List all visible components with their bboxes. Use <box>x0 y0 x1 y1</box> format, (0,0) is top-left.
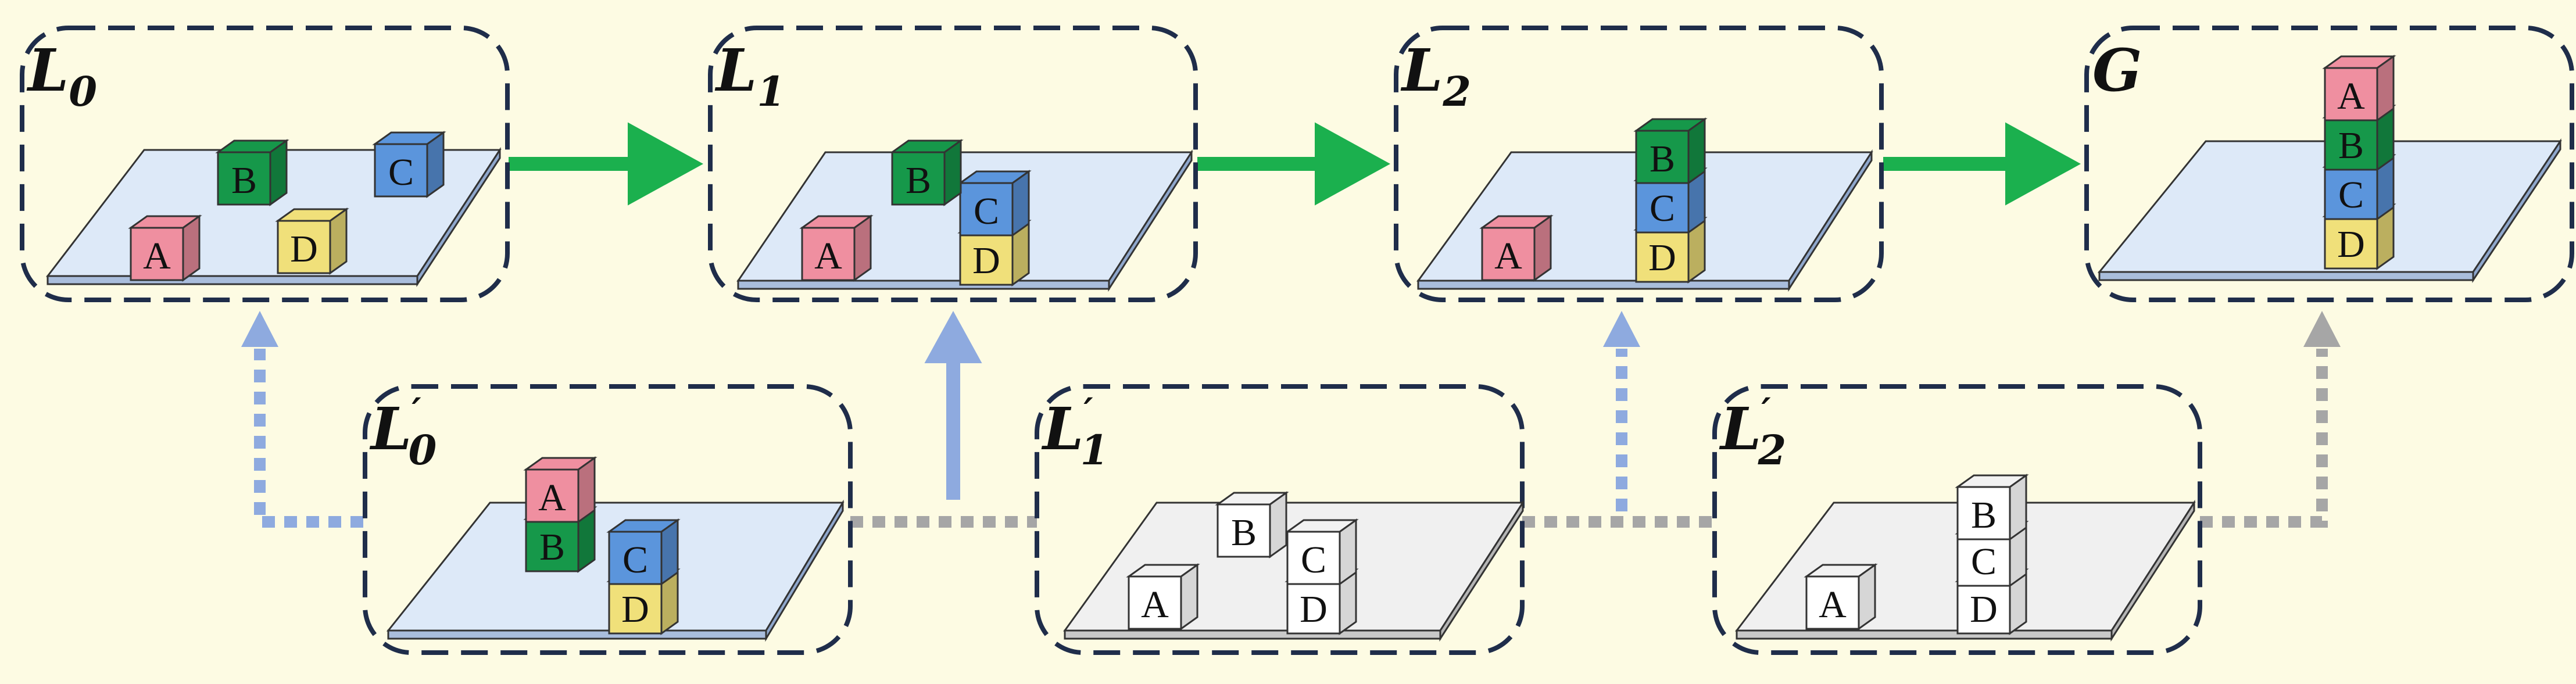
panel-l0: L0D C B A <box>20 26 510 302</box>
dotted-arrow-l0p-l0 <box>241 311 363 528</box>
block-letter: D <box>1970 588 1998 631</box>
prime-mark: ′ <box>1083 390 1093 432</box>
block-letter: C <box>388 151 414 194</box>
block-letter: B <box>906 159 931 202</box>
state-label-main: L <box>369 395 412 463</box>
block-letter: C <box>974 190 999 232</box>
panels-layer: L0DCBAL1DCBAL2DCBAGDCBAL′0DCBAL′1DCBAL′2… <box>20 26 2574 655</box>
block-letter: D <box>1300 588 1328 631</box>
block-d: D <box>275 207 349 275</box>
green-arrow-l2-g <box>1883 122 2081 206</box>
state-label: L2 <box>1400 36 1471 116</box>
block-letter: C <box>1301 539 1326 581</box>
state-label-main: L <box>26 36 69 105</box>
block-letter: C <box>1650 187 1675 230</box>
block-letter: A <box>1141 583 1169 626</box>
state-label-sub: 2 <box>1758 426 1787 474</box>
green-arrow-l0-l1 <box>509 122 703 206</box>
block-letter: D <box>972 239 1000 282</box>
block-c: C <box>1955 520 2029 588</box>
block-letter: C <box>622 539 648 581</box>
dotted-arrow-l2p-g <box>2200 311 2341 528</box>
block-letter: D <box>1648 237 1676 279</box>
state-label: G <box>2092 36 2142 105</box>
state-label-sub: 1 <box>757 67 785 116</box>
block-c: C <box>957 170 1032 237</box>
state-label-main: L <box>1400 36 1443 105</box>
arrows-layer <box>241 122 2341 528</box>
panel-l0p: L′0DC BA <box>363 384 853 655</box>
block-b: B <box>1215 491 1289 558</box>
block-a: A <box>523 456 598 524</box>
state-label-sub: 0 <box>409 426 437 474</box>
block-letter: B <box>1650 138 1675 180</box>
state-label: L0 <box>26 36 97 116</box>
panel-frame <box>708 26 1198 302</box>
state-label: L′1 <box>1041 390 1108 474</box>
prime-mark: ′ <box>412 390 421 432</box>
block-a: A <box>128 214 202 282</box>
block-letter: B <box>2338 124 2364 167</box>
block-b: B <box>215 139 289 206</box>
panel-l1p: L′1DC B A <box>1035 384 1525 655</box>
block-letter: A <box>143 235 171 277</box>
panel-frame <box>1394 26 1884 302</box>
block-letter: D <box>621 588 649 631</box>
block-letter: A <box>1494 235 1522 277</box>
block-a: A <box>2322 55 2396 122</box>
panel-frame <box>20 26 510 302</box>
block-letter: C <box>1971 540 1997 583</box>
dotted-arrow-to-l2 <box>1603 311 1640 511</box>
block-c: C <box>606 518 681 586</box>
block-a: A <box>1479 214 1554 282</box>
state-label: L′2 <box>1719 390 1786 474</box>
state-label-main: G <box>2092 36 2142 105</box>
solid-arrow-to-l1 <box>924 311 982 500</box>
block-b: B <box>1633 117 1708 185</box>
state-label-sub: 0 <box>69 67 97 116</box>
state-label: L′0 <box>369 390 437 474</box>
block-letter: A <box>1819 583 1847 626</box>
block-a: A <box>1126 563 1200 631</box>
state-label-main: L <box>1041 395 1083 463</box>
block-letter: B <box>231 159 257 202</box>
state-label: L1 <box>714 36 785 116</box>
state-label-main: L <box>714 36 757 105</box>
block-letter: A <box>2337 75 2365 117</box>
state-label-sub: 2 <box>1442 67 1471 116</box>
block-b: B <box>889 139 964 206</box>
block-c: C <box>2322 153 2396 221</box>
block-c: C <box>372 131 446 198</box>
panel-frame <box>2084 26 2574 302</box>
block-letter: B <box>1231 511 1257 554</box>
block-letter: B <box>1971 494 1997 536</box>
block-letter: A <box>538 477 566 519</box>
block-a: A <box>1804 563 1878 631</box>
prime-mark: ′ <box>1761 390 1770 432</box>
block-letter: B <box>539 526 565 568</box>
block-letter: C <box>2338 174 2364 216</box>
block-a: A <box>799 214 874 282</box>
block-letter: D <box>2337 223 2365 266</box>
green-arrow-l1-l2 <box>1197 122 1390 206</box>
state-label-sub: 1 <box>1081 426 1109 474</box>
block-letter: D <box>290 228 318 270</box>
block-b: B <box>1955 474 2029 541</box>
block-letter: A <box>814 235 842 277</box>
block-c: C <box>1285 518 1359 586</box>
state-label-main: L <box>1719 395 1761 463</box>
